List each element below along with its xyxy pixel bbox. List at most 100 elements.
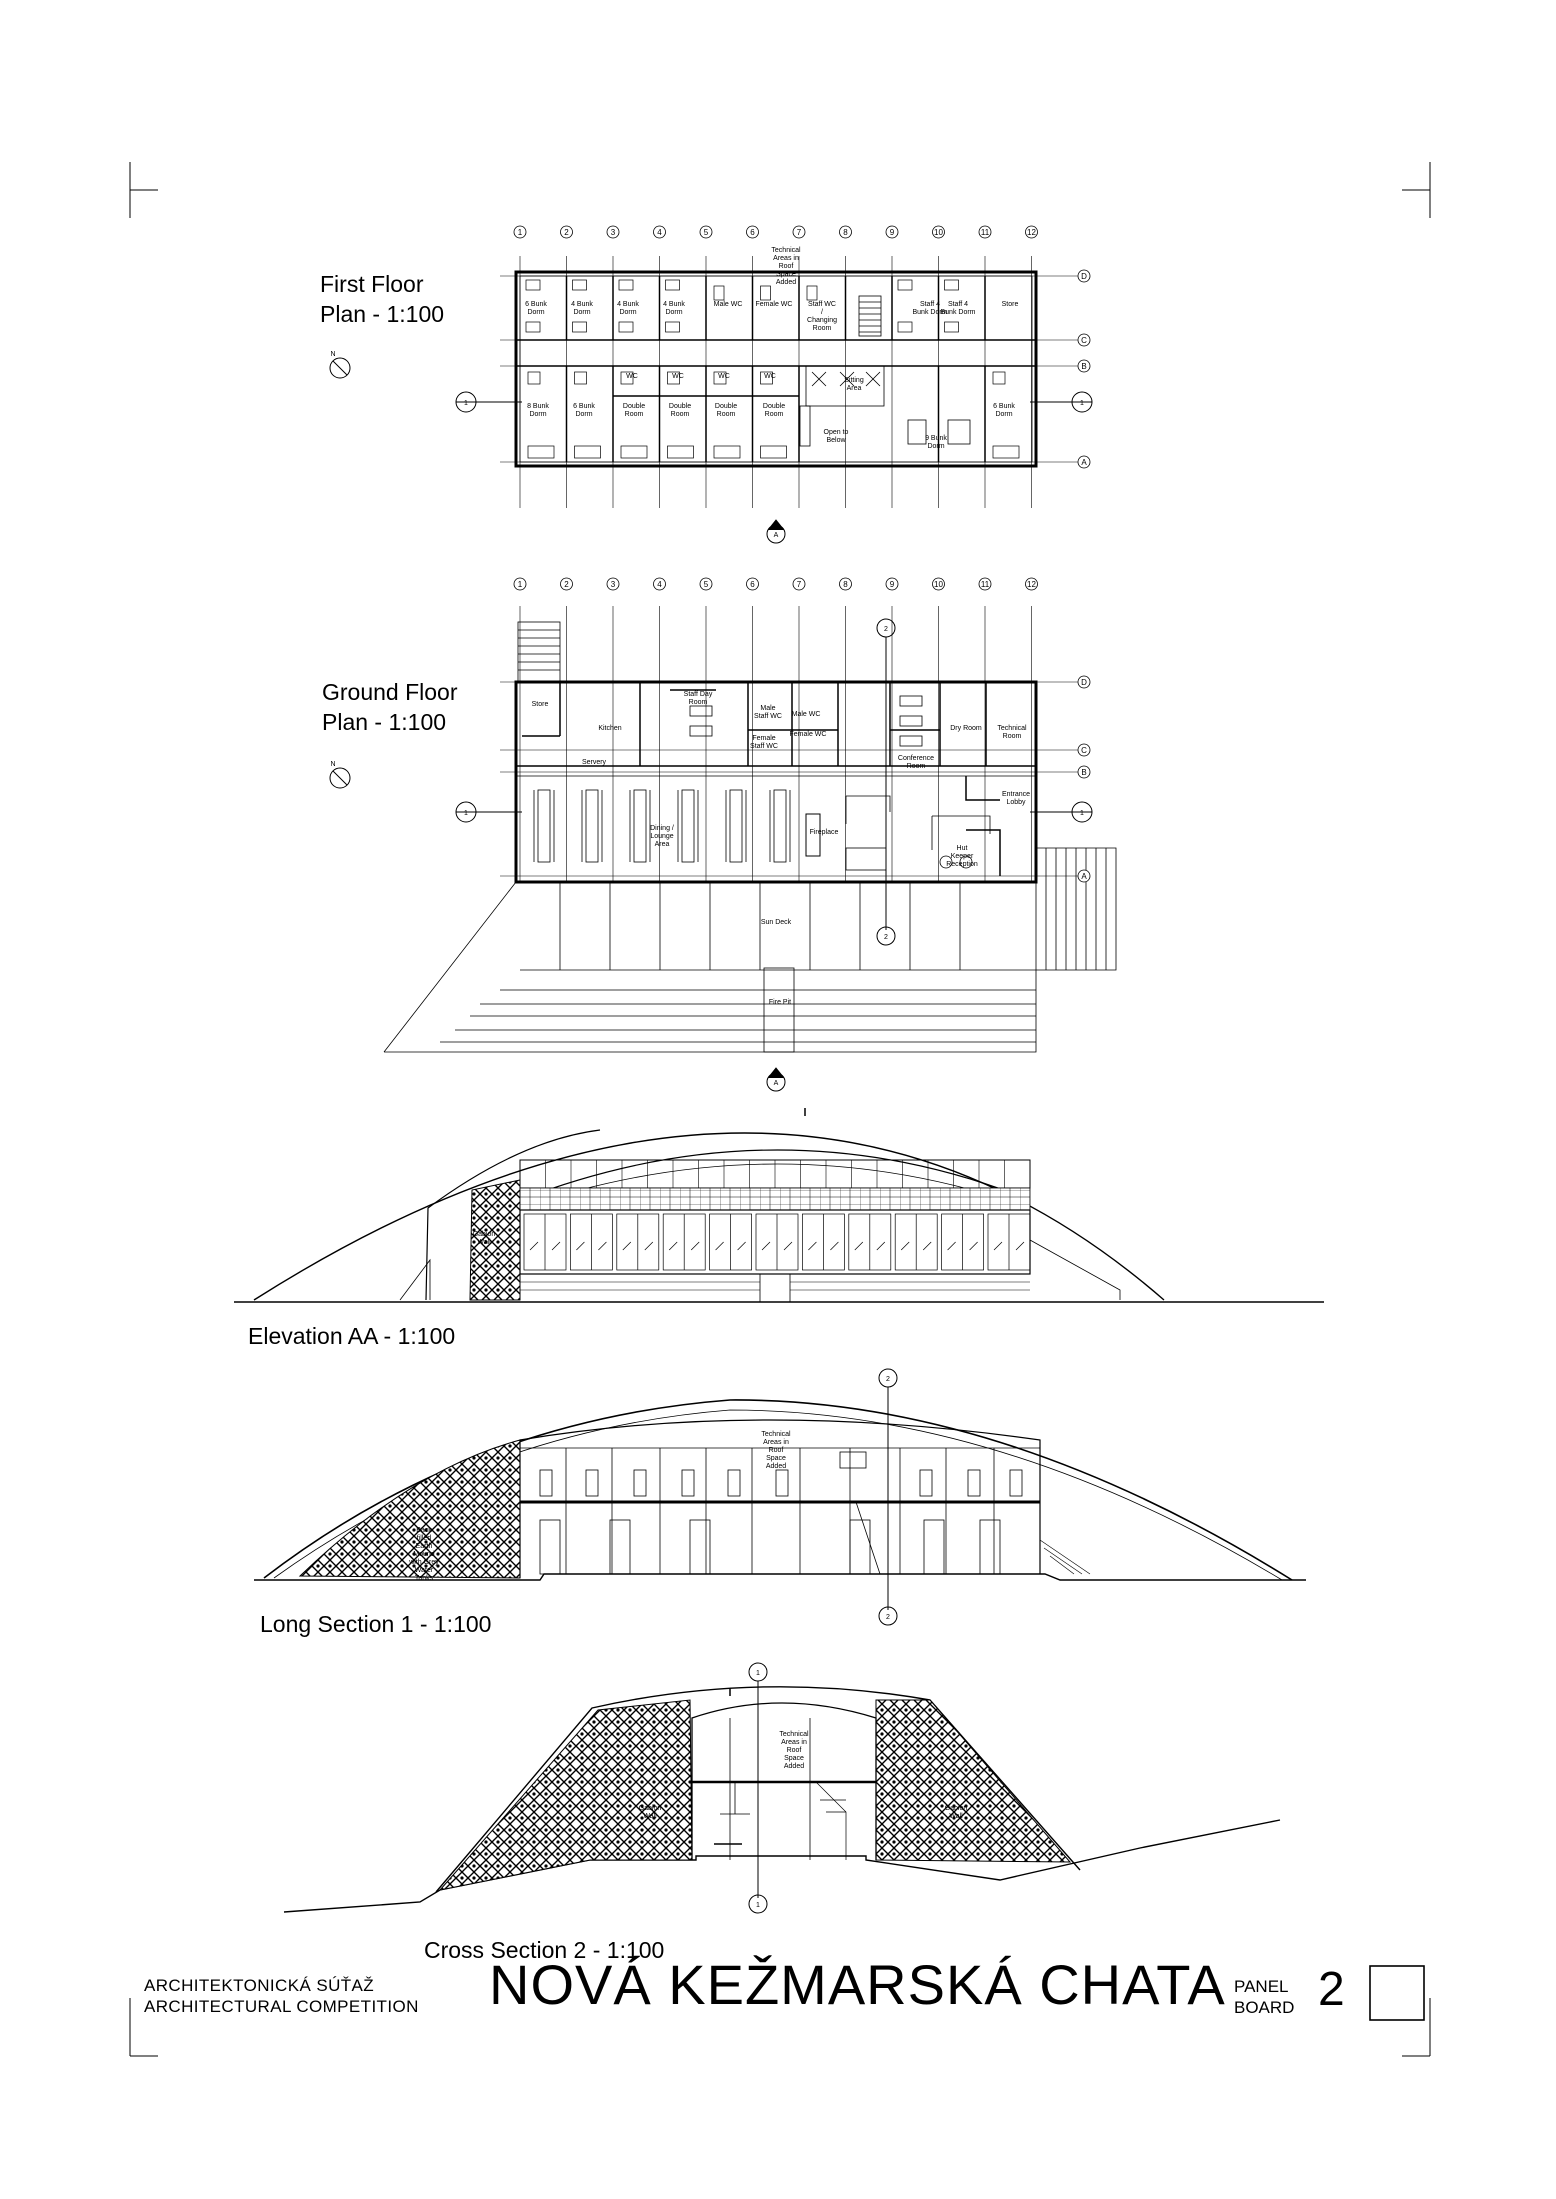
gf-grid-label-7: 7 [797, 580, 802, 589]
ff-grid-bubble-12 [1025, 225, 1038, 239]
gf-grid-bubble-6 [746, 577, 759, 591]
ls-tech-box [839, 1451, 867, 1469]
ff-bed-top2-0 [525, 321, 541, 333]
ff-row-bubble-C [1077, 333, 1091, 347]
ls-upper-door-5 [775, 1469, 789, 1497]
ff-bed-top2-9 [944, 321, 959, 333]
ff-grid-bubble-9 [885, 225, 899, 239]
ff-fixture-10 [992, 371, 1006, 385]
ff-grid-label-3: 3 [611, 228, 616, 237]
long-section-title: Long Section 1 - 1:100 [260, 1611, 492, 1637]
gf-grid-label-11: 11 [981, 580, 990, 589]
el-door-handle-b-6 [830, 1241, 839, 1251]
ls-lower-door-1 [609, 1519, 631, 1575]
gf-row-bubble-B [1077, 765, 1091, 779]
ff-north-label: N [330, 351, 335, 358]
panel-label: PANEL [1234, 1977, 1289, 1996]
ff-row-label-B: B [1081, 362, 1086, 371]
el-door-handle-b-7 [876, 1241, 886, 1251]
ff-bed-bottom-3 [667, 445, 694, 459]
gf-grid-bubble-11 [978, 577, 992, 591]
ls-lower-door-5 [979, 1519, 1001, 1575]
gf-marker-2-bottom: 2 [884, 934, 888, 941]
gf-marker-2-top: 2 [884, 626, 888, 633]
gf-small-table-1 [689, 725, 713, 737]
gf-grid-bubble-4 [653, 577, 666, 591]
gf-grid-label-3: 3 [611, 580, 616, 589]
ff-grid-label-12: 12 [1027, 228, 1036, 237]
ff-bed-bottom-4 [713, 445, 741, 459]
ff-grid-bubble-1 [513, 225, 527, 239]
ls-lower-door-2 [689, 1519, 711, 1575]
el-door-handle-a-0 [529, 1241, 539, 1251]
gf-marker-1-left: 1 [464, 810, 468, 817]
ff-bed-bottom-1 [574, 445, 601, 459]
el-door-handle-b-10 [1015, 1241, 1025, 1251]
gf-grid-bubble-7 [792, 577, 806, 591]
ff-label-wc-0: WC [626, 373, 638, 380]
gf-grid-label-8: 8 [843, 580, 848, 589]
ff-grid-bubble-6 [746, 225, 759, 239]
gf-section-marker-left [455, 801, 522, 823]
el-door-handle-a-8 [900, 1241, 910, 1251]
el-door-handle-a-5 [761, 1241, 771, 1251]
gf-grid-bubble-8 [839, 577, 852, 591]
first-floor-plan [329, 256, 1093, 544]
gf-dining-table-0 [537, 789, 551, 863]
cross-section-title: Cross Section 2 - 1:100 [424, 1937, 665, 1963]
ff-bed-top-2 [618, 279, 634, 291]
gf-label-dry: Dry Room [950, 725, 982, 732]
ff-row-bubble-B [1077, 359, 1091, 373]
ff-label-r5: Male WC [714, 301, 743, 308]
el-door-handle-b-3 [690, 1241, 700, 1251]
gf-grid-label-1: 1 [518, 580, 523, 589]
gf-dining-table-3 [681, 789, 695, 863]
competition-sk: ARCHITEKTONICKÁ SÚŤAŽ [144, 1976, 375, 1995]
el-door-handle-b-1 [598, 1241, 607, 1251]
gf-row-label-B: B [1081, 768, 1086, 777]
crop-marks [129, 162, 1431, 2057]
ff-grid-bubble-11 [978, 225, 992, 239]
gf-row-label-A: A [1081, 872, 1087, 881]
gf-grid-bubble-1 [513, 577, 527, 591]
long-section-1 [254, 1368, 1306, 1626]
ff-wc-cubicle-6 [806, 285, 818, 301]
ff-grid-bubble-2 [560, 225, 573, 239]
gf-label-fireplace: Fireplace [810, 829, 839, 836]
cs-marker-1-bottom: 1 [756, 1902, 760, 1909]
ff-row-label-D: D [1081, 272, 1087, 281]
gf-small-table-2 [899, 695, 923, 707]
gf-grid-label-9: 9 [890, 580, 895, 589]
ff-grid-label-1: 1 [518, 228, 523, 237]
ls-upper-door-4 [727, 1469, 741, 1497]
ff-north-arrow [329, 357, 351, 379]
el-door-handle-a-2 [622, 1241, 632, 1251]
gf-marker-a: A [774, 1080, 779, 1087]
gf-external-stair [517, 621, 561, 683]
ls-upper-door-2 [633, 1469, 647, 1497]
gf-sun-deck [383, 881, 1037, 1053]
gf-dining-table-2 [633, 789, 647, 863]
ff-bed-bottom-0 [527, 445, 555, 459]
ls-section2-marker [878, 1368, 898, 1626]
ff-fixture-5 [760, 371, 773, 385]
ff-row-label-A: A [1081, 458, 1087, 467]
ls-upper-door-0 [539, 1469, 553, 1497]
ff-grid-label-9: 9 [890, 228, 895, 237]
ff-bed-top-1 [572, 279, 587, 291]
el-door-handle-b-0 [551, 1241, 561, 1251]
gf-small-table-3 [899, 715, 923, 727]
